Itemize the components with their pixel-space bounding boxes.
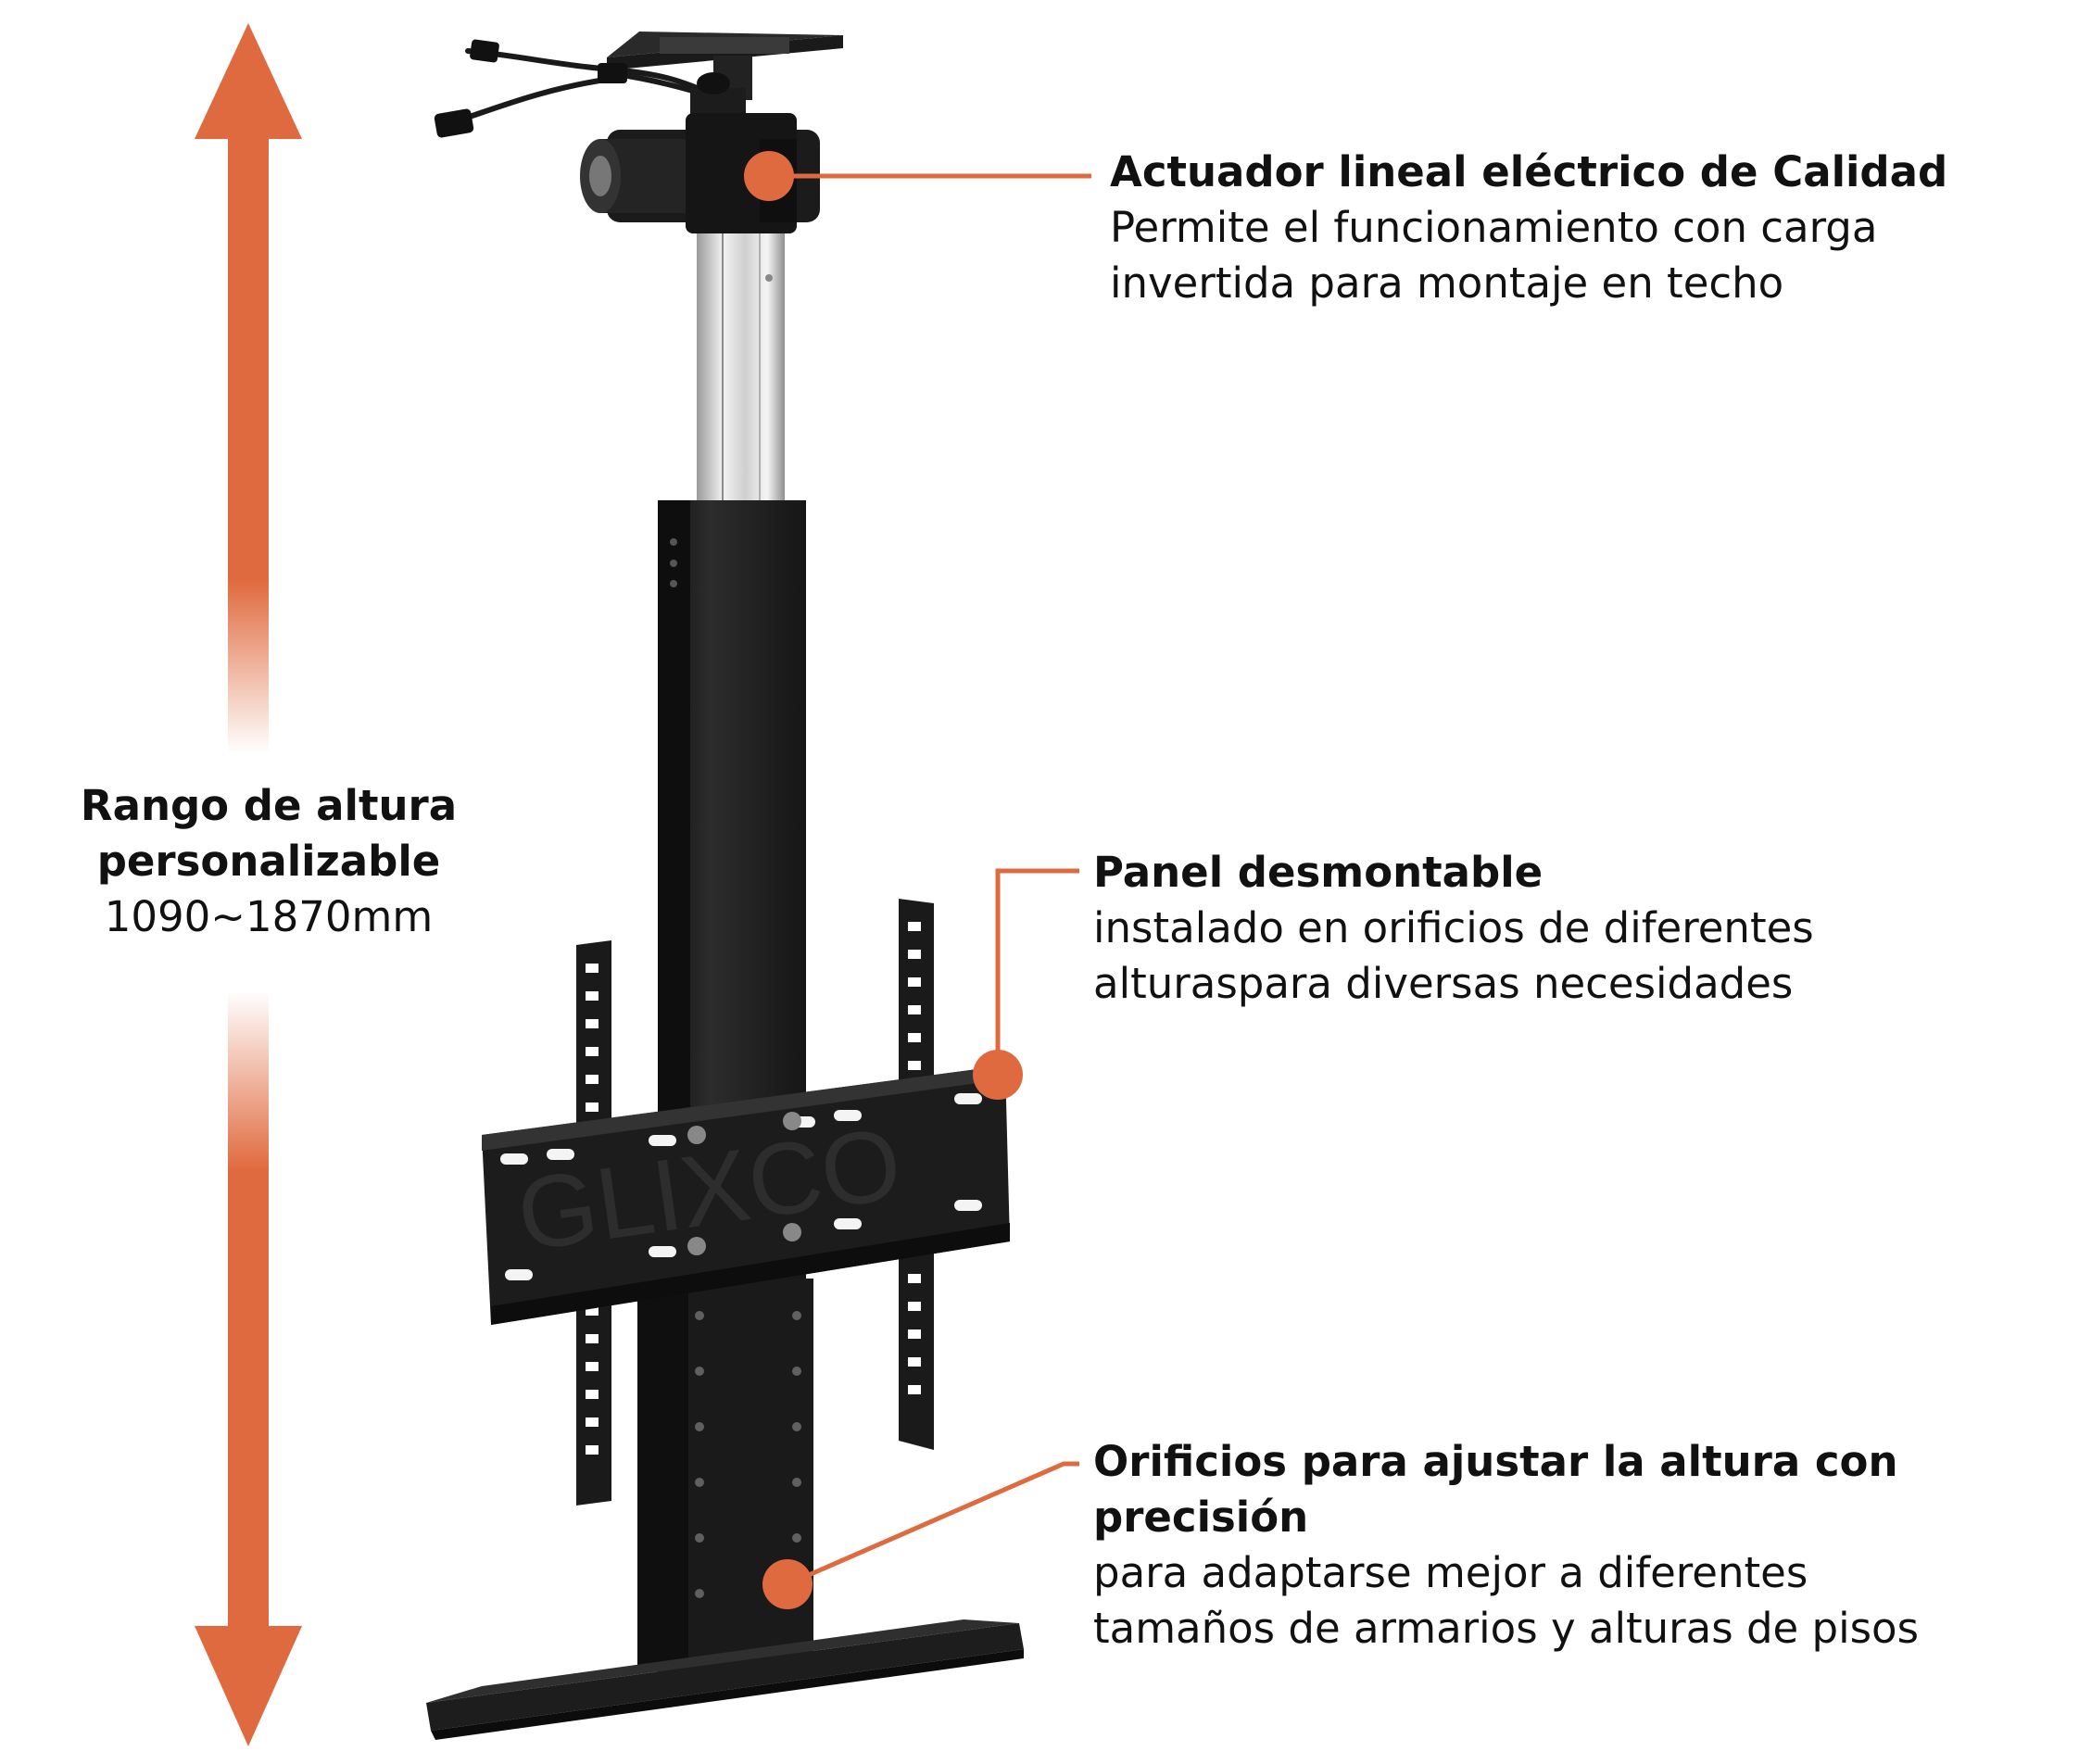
callout-actuator-line-2: invertida para montaje en techo: [1110, 258, 1784, 308]
callout-panel-title: Panel desmontable: [1093, 848, 1544, 897]
callout-connector-actuator: [744, 151, 1091, 201]
callout-connector-panel: [973, 868, 1079, 1100]
height-range-title-line-1: Rango de altura: [80, 781, 458, 830]
arrow-shaft-upper: [228, 137, 269, 753]
height-range-value: 1090~1870mm: [104, 892, 434, 941]
callout-holes-line-2: tamaños de armarios y alturas de pisos: [1093, 1604, 1920, 1653]
cable-connectors: [434, 39, 627, 138]
height-range-title-line-2: personalizable: [96, 837, 441, 886]
telescopic-inner-tube: [697, 233, 785, 502]
callout-holes-title-line-1: Orificios para ajustar la altura con: [1093, 1437, 1898, 1486]
callout-panel: Panel desmontable instalado en orificios…: [1093, 845, 1814, 1012]
callout-actuator-title: Actuador lineal eléctrico de Calidad: [1110, 147, 1948, 196]
callout-holes-line-1: para adaptarse mejor a diferentes: [1093, 1548, 1808, 1597]
double-headed-vertical-arrow-icon: [195, 23, 302, 1746]
callout-actuator-line-1: Permite el funcionamiento con carga: [1110, 203, 1878, 252]
height-range-label: Rango de altura personalizable 1090~1870…: [37, 778, 500, 945]
callout-actuator: Actuador lineal eléctrico de Calidad Per…: [1110, 145, 1947, 311]
callout-panel-line-2: alturaspara diversas necesidades: [1093, 959, 1794, 1008]
callout-panel-line-1: instalado en orificios de diferentes: [1093, 903, 1814, 952]
base-foot: [426, 1619, 1024, 1740]
arrow-shaft-lower: [228, 991, 269, 1631]
callout-connector-holes: [762, 1461, 1079, 1609]
linear-actuator-motor: [580, 72, 820, 233]
callout-holes: Orificios para ajustar la altura con pre…: [1093, 1434, 1919, 1657]
lower-column-adjustment-holes: [637, 1279, 813, 1668]
arrow-head-down: [195, 1626, 302, 1746]
callout-holes-title-line-2: precisión: [1093, 1493, 1309, 1542]
arrow-head-up: [195, 23, 302, 139]
detachable-panel: [482, 1065, 1010, 1325]
